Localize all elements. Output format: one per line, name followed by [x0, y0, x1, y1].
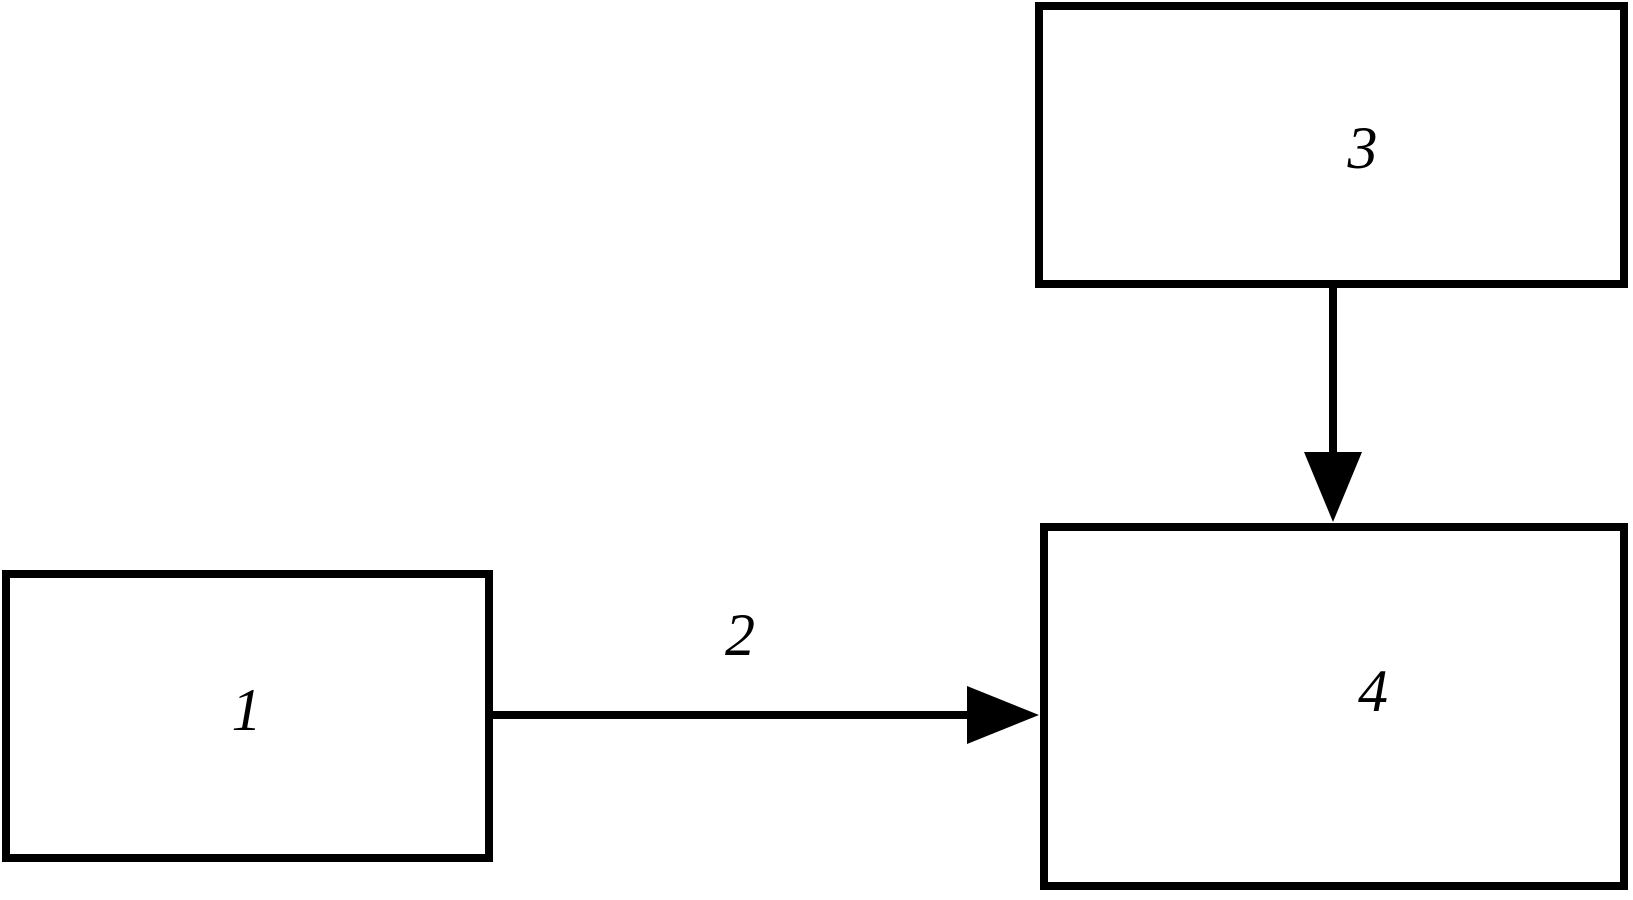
- block-3-label: 3: [1347, 115, 1378, 181]
- block-4-label: 4: [1358, 657, 1388, 724]
- block-4[interactable]: 4: [1040, 523, 1628, 890]
- block-1-label: 1: [231, 677, 262, 743]
- arrowhead-down-icon: [1304, 452, 1362, 522]
- connector-2-label: 2: [725, 602, 755, 668]
- connector-1-to-4-line: [487, 711, 977, 719]
- block-1[interactable]: 1: [2, 570, 493, 862]
- connector-3-to-4-line: [1329, 284, 1337, 459]
- block-3[interactable]: 3: [1035, 2, 1628, 288]
- arrowhead-right-icon: [967, 686, 1039, 744]
